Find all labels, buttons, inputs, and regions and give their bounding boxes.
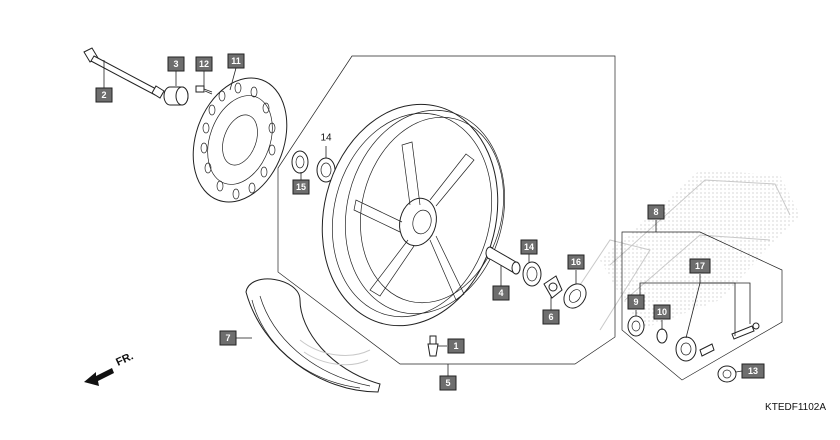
wheel-assembly-frame bbox=[277, 55, 616, 365]
callout-4: 4 bbox=[492, 285, 510, 301]
svg-text:6: 6 bbox=[548, 312, 553, 322]
svg-text:3: 3 bbox=[173, 59, 178, 69]
front-wheel bbox=[321, 103, 506, 327]
callout-17: 17 bbox=[689, 258, 711, 274]
svg-text:2: 2 bbox=[101, 90, 106, 100]
svg-text:9: 9 bbox=[633, 297, 638, 307]
diagram-code: KTEDF1102A bbox=[765, 402, 826, 413]
svg-text:4: 4 bbox=[498, 288, 503, 298]
watermark-logo bbox=[569, 170, 800, 331]
svg-text:14: 14 bbox=[524, 242, 534, 252]
callout-9: 9 bbox=[627, 294, 645, 310]
speedometer-pinion bbox=[731, 322, 760, 340]
svg-text:13: 13 bbox=[748, 366, 758, 376]
front-label: FR. bbox=[114, 350, 135, 368]
disc-bolt bbox=[195, 85, 213, 95]
callout-11: 11 bbox=[227, 53, 245, 69]
callout-6: 6 bbox=[542, 309, 560, 325]
callout-14-right: 14 bbox=[520, 239, 538, 255]
speedometer-gear-frame bbox=[621, 231, 783, 381]
tire bbox=[245, 278, 381, 393]
svg-text:15: 15 bbox=[296, 182, 306, 192]
callout-13: 13 bbox=[741, 363, 765, 379]
front-direction-arrow: FR. bbox=[84, 350, 135, 386]
speedometer-gear bbox=[675, 336, 715, 362]
callout-14-left: 14 bbox=[320, 133, 332, 144]
callout-3: 3 bbox=[167, 56, 185, 72]
callout-2: 2 bbox=[95, 87, 113, 103]
callout-12: 12 bbox=[195, 56, 213, 72]
dust-seal-left bbox=[291, 150, 309, 174]
gear-retainer bbox=[543, 275, 563, 299]
svg-text:10: 10 bbox=[657, 307, 667, 317]
callout-7: 7 bbox=[219, 330, 237, 346]
air-valve bbox=[427, 335, 439, 357]
gear-washer bbox=[656, 328, 668, 344]
brake-disc bbox=[192, 77, 288, 203]
callout-5: 5 bbox=[439, 375, 457, 391]
axle-collar bbox=[163, 86, 189, 106]
callout-15: 15 bbox=[292, 179, 310, 195]
svg-text:16: 16 bbox=[571, 257, 581, 267]
dust-seal-right bbox=[563, 283, 587, 309]
callout-10: 10 bbox=[653, 304, 671, 320]
svg-text:12: 12 bbox=[199, 59, 209, 69]
callout-16: 16 bbox=[567, 254, 585, 270]
leader-lines bbox=[103, 60, 751, 376]
svg-text:17: 17 bbox=[695, 261, 705, 271]
speedometer-gearbox bbox=[627, 315, 645, 337]
axle-shaft bbox=[83, 47, 165, 99]
svg-text:14: 14 bbox=[320, 133, 332, 144]
svg-text:8: 8 bbox=[653, 207, 658, 217]
callout-8: 8 bbox=[647, 204, 665, 220]
svg-text:7: 7 bbox=[225, 333, 230, 343]
distance-collar bbox=[485, 246, 521, 275]
svg-text:1: 1 bbox=[453, 341, 458, 351]
axle-nut bbox=[717, 365, 737, 383]
bearing-right bbox=[522, 261, 542, 287]
svg-text:11: 11 bbox=[231, 56, 241, 66]
svg-text:5: 5 bbox=[445, 378, 450, 388]
callout-1: 1 bbox=[447, 338, 465, 354]
